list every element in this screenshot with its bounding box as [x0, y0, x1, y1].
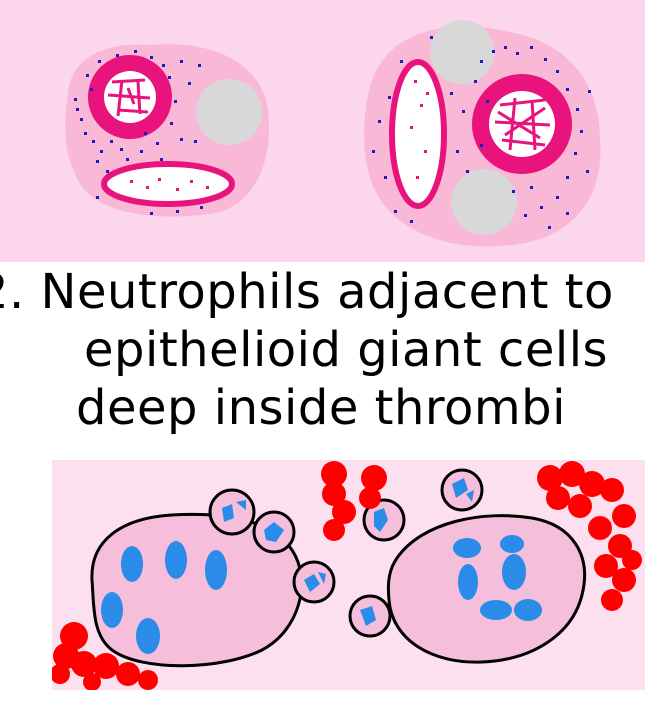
left-cell-vacuole	[196, 79, 262, 145]
cells-illustration-top	[0, 0, 645, 262]
right-cell-ellipse	[392, 62, 444, 206]
neutrophil	[210, 490, 254, 534]
neutrophil	[442, 470, 482, 510]
neutrophil	[350, 596, 390, 636]
caption-line-1: 2. Neutrophils adjacent to	[0, 264, 623, 320]
right-cell-vacuole-top	[430, 20, 494, 84]
caption-line-3: deep inside thrombi	[76, 380, 645, 436]
neutrophil	[254, 512, 294, 552]
neutrophil	[294, 562, 334, 602]
right-cell-vacuole-bottom	[451, 169, 517, 235]
caption-line-2: epithelioid giant cells	[84, 322, 645, 378]
left-cell-ellipse	[104, 164, 232, 204]
cells-illustration-bottom	[52, 460, 645, 690]
